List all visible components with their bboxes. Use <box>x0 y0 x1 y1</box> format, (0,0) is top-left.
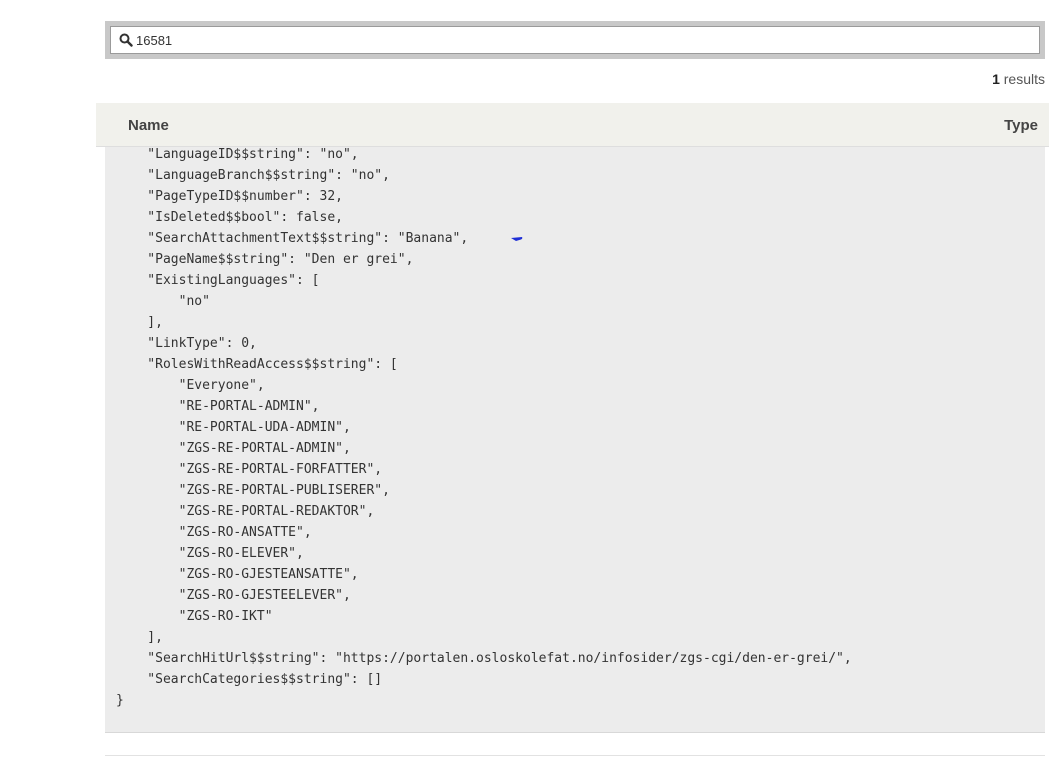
code-line: "no" <box>116 294 210 309</box>
code-line: } <box>116 693 124 708</box>
code-line: "SearchCategories$$string": [] <box>116 672 383 687</box>
code-line: "SearchAttachmentText$$string": "Banana"… <box>116 231 469 246</box>
code-line: "RolesWithReadAccess$$string": [ <box>116 357 398 372</box>
results-count: 1 results <box>992 71 1045 87</box>
code-line: "RE-PORTAL-UDA-ADMIN", <box>116 420 351 435</box>
code-line: "ZGS-RO-GJESTEELEVER", <box>116 588 351 603</box>
results-number: 1 <box>992 71 1000 87</box>
column-header-type[interactable]: Type <box>1004 117 1038 134</box>
code-line: ], <box>116 630 163 645</box>
code-line: ], <box>116 315 163 330</box>
divider <box>105 755 1045 756</box>
search-icon <box>119 33 133 47</box>
code-line: "RE-PORTAL-ADMIN", <box>116 399 320 414</box>
code-line: "LanguageBranch$$string": "no", <box>116 168 390 183</box>
code-line: "ZGS-RE-PORTAL-ADMIN", <box>116 441 351 456</box>
code-line: "ZGS-RE-PORTAL-FORFATTER", <box>116 462 383 477</box>
cursor-mark-icon <box>511 237 523 241</box>
code-line: "IsDeleted$$bool": false, <box>116 210 343 225</box>
code-line: "ZGS-RO-ELEVER", <box>116 546 304 561</box>
column-header-name[interactable]: Name <box>128 117 169 134</box>
code-line: "PageName$$string": "Den er grei", <box>116 252 414 267</box>
search-box[interactable] <box>110 26 1040 54</box>
code-line: "Everyone", <box>116 378 265 393</box>
document-json-code: "LanguageID$$string": "no", "LanguageBra… <box>116 144 852 711</box>
code-line: "LinkType": 0, <box>116 336 257 351</box>
table-header: Name Type <box>96 103 1049 147</box>
results-label: results <box>1003 71 1045 87</box>
code-line: "ExistingLanguages": [ <box>116 273 320 288</box>
code-line: "ZGS-RO-ANSATTE", <box>116 525 312 540</box>
code-line: "ZGS-RO-GJESTEANSATTE", <box>116 567 359 582</box>
code-line: "SearchHitUrl$$string": "https://portale… <box>116 651 852 666</box>
code-line: "PageTypeID$$number": 32, <box>116 189 343 204</box>
document-json-panel: "LanguageID$$string": "no", "LanguageBra… <box>105 147 1045 733</box>
search-bar <box>105 21 1045 59</box>
code-line: "LanguageID$$string": "no", <box>116 147 359 162</box>
code-line: "ZGS-RO-IKT" <box>116 609 273 624</box>
code-line: "ZGS-RE-PORTAL-PUBLISERER", <box>116 483 390 498</box>
code-line: "ZGS-RE-PORTAL-REDAKTOR", <box>116 504 375 519</box>
search-input[interactable] <box>136 31 1016 49</box>
